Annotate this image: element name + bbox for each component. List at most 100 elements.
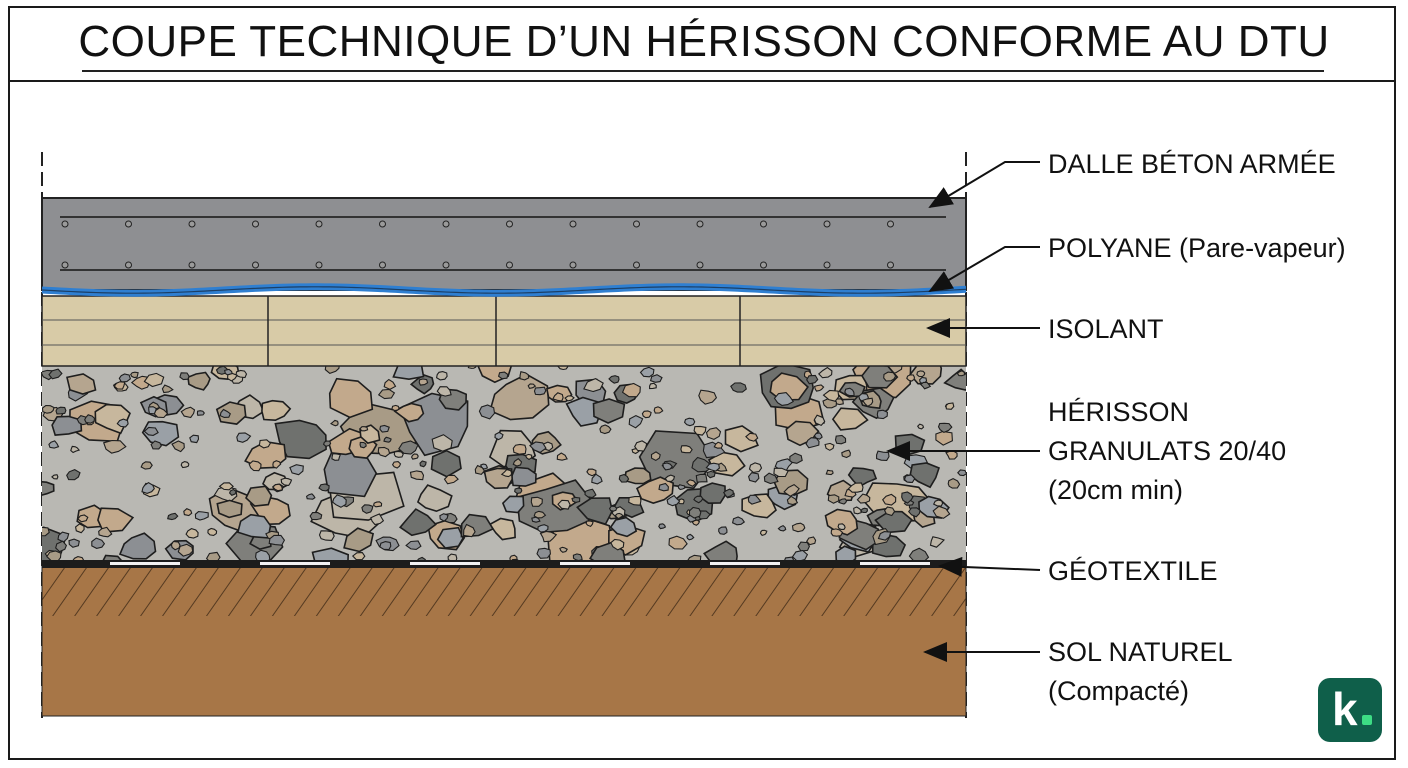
stone: [844, 387, 855, 397]
stone: [236, 513, 272, 539]
stone: [272, 483, 284, 492]
stone: [608, 375, 620, 384]
stone: [474, 464, 486, 476]
stone: [906, 374, 915, 382]
stone: [331, 453, 342, 461]
stone: [695, 473, 708, 483]
leader-polyane: [928, 246, 1040, 293]
stone: [628, 496, 642, 506]
stone: [759, 529, 768, 537]
stone: [557, 499, 571, 510]
stone: [945, 402, 955, 410]
stone: [216, 499, 243, 519]
stone: [837, 523, 846, 530]
stone: [443, 474, 459, 485]
stone: [359, 441, 367, 449]
rebar-dot: [696, 220, 704, 228]
stone: [831, 407, 869, 431]
stone: [666, 494, 681, 507]
stone: [747, 494, 762, 505]
stone: [531, 516, 541, 523]
stone: [677, 484, 686, 491]
brand-logo: k: [1318, 678, 1382, 742]
stone: [272, 460, 282, 469]
stone: [564, 395, 575, 402]
stone: [399, 508, 438, 537]
rebar-dot: [379, 261, 386, 269]
stone: [116, 418, 129, 428]
stone: [74, 523, 85, 534]
stone: [876, 450, 890, 461]
stone: [351, 552, 366, 561]
logo-dot: [1362, 715, 1372, 725]
stone: [280, 477, 293, 486]
stone: [909, 462, 940, 489]
stone: [572, 553, 583, 562]
stone: [592, 398, 626, 424]
stone: [614, 512, 625, 520]
stone: [66, 373, 97, 395]
rebar-dot: [188, 220, 196, 228]
stone: [219, 408, 231, 418]
rebar-dot: [125, 220, 132, 228]
stone: [824, 442, 835, 451]
stone: [834, 434, 847, 445]
stone: [861, 397, 874, 407]
stone: [148, 406, 157, 415]
stone: [177, 543, 194, 557]
stone: [559, 546, 568, 553]
rebar-dot: [887, 261, 894, 269]
stone: [634, 440, 648, 452]
rebar-dot: [506, 261, 513, 269]
isolant-layer: [41, 295, 967, 367]
stone: [536, 547, 551, 559]
stone: [405, 540, 422, 550]
stone: [379, 541, 392, 551]
stone: [383, 436, 392, 443]
stone: [141, 481, 155, 494]
stone: [537, 524, 549, 533]
stone: [228, 488, 237, 496]
stone: [463, 523, 476, 538]
stone: [196, 410, 205, 416]
logo-letter: k: [1332, 683, 1358, 735]
stone: [377, 388, 396, 400]
stone: [841, 449, 851, 459]
stone: [747, 472, 760, 483]
stone: [497, 371, 509, 380]
stone: [527, 383, 537, 390]
stone: [377, 446, 391, 458]
stone: [699, 482, 726, 505]
stone: [748, 462, 763, 473]
stone: [847, 482, 864, 493]
stone: [215, 401, 247, 425]
label-geotextile: GÉOTEXTILE: [1048, 556, 1218, 586]
stone: [179, 372, 190, 381]
rebar-dot: [442, 220, 450, 228]
stone: [512, 457, 523, 467]
stone: [945, 450, 958, 460]
rebar-dot: [379, 220, 386, 228]
geotextile-gap: [110, 562, 180, 565]
stone: [608, 505, 618, 512]
geotextile-gap: [710, 562, 780, 565]
stone: [817, 366, 833, 379]
rebar-dot: [569, 261, 577, 269]
rebar-dot: [252, 261, 259, 269]
stone: [947, 477, 961, 489]
stone: [624, 467, 652, 485]
stone: [372, 501, 383, 508]
stone: [130, 371, 139, 379]
stone: [436, 526, 464, 549]
stone: [161, 384, 174, 394]
geotextile-gap: [560, 562, 630, 565]
stone: [916, 370, 926, 378]
stone: [706, 470, 716, 479]
stone: [419, 460, 427, 468]
stone: [436, 386, 452, 397]
stone: [680, 445, 693, 454]
stone: [688, 506, 702, 519]
stone: [66, 468, 81, 481]
label-herisson-granulats: GRANULATS 20/40: [1048, 436, 1287, 466]
stone: [929, 536, 945, 548]
